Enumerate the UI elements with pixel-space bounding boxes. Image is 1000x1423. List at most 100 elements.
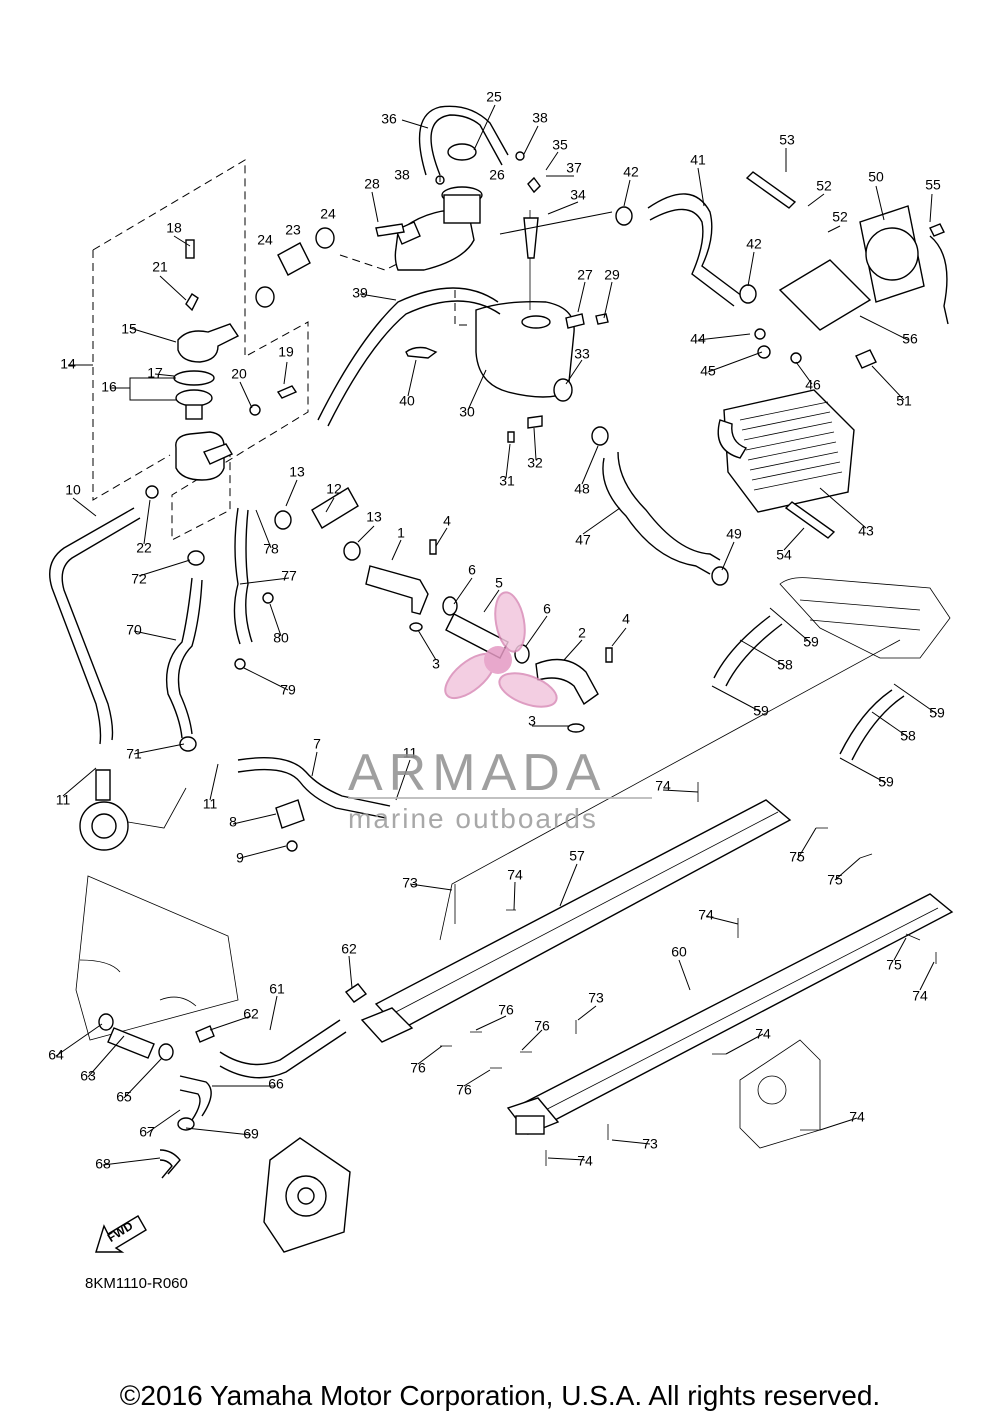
callout-20: 20	[231, 366, 247, 382]
callout-18: 18	[166, 220, 182, 236]
callout-26: 26	[489, 167, 505, 183]
hose-41	[615, 193, 757, 307]
pipe-joint-1	[365, 539, 437, 632]
callout-6: 6	[468, 562, 476, 578]
callout-59: 59	[803, 634, 819, 650]
callout-53: 53	[779, 132, 795, 148]
callout-31: 31	[499, 473, 515, 489]
callout-4: 4	[622, 611, 630, 627]
callout-73: 73	[402, 875, 418, 891]
callout-11: 11	[203, 796, 218, 812]
callout-50: 50	[868, 169, 884, 185]
callout-17: 17	[147, 365, 163, 381]
callout-40: 40	[399, 393, 415, 409]
callout-8: 8	[229, 814, 237, 830]
watermark-title: ARMADA	[348, 744, 606, 802]
callout-59: 59	[878, 774, 894, 790]
callout-66: 66	[268, 1076, 284, 1092]
callout-46: 46	[805, 377, 821, 393]
callout-76: 76	[456, 1082, 472, 1098]
callout-48: 48	[574, 481, 590, 497]
callout-2: 2	[578, 625, 586, 641]
callout-22: 22	[136, 540, 152, 556]
callout-13: 13	[289, 464, 305, 480]
callout-39: 39	[352, 285, 368, 301]
callout-30: 30	[459, 404, 475, 420]
callout-74: 74	[849, 1109, 865, 1125]
hose-group-63-69	[98, 1013, 212, 1179]
callout-3: 3	[528, 713, 536, 729]
callout-32: 32	[527, 455, 543, 471]
callout-70: 70	[126, 622, 142, 638]
callout-15: 15	[121, 321, 137, 337]
callout-7: 7	[313, 736, 321, 752]
callout-16: 16	[101, 379, 117, 395]
callout-74: 74	[755, 1026, 771, 1042]
callout-73: 73	[642, 1136, 658, 1152]
callout-62: 62	[341, 941, 357, 957]
callout-63: 63	[80, 1068, 96, 1084]
hose-58-upper	[713, 615, 783, 687]
fwd-arrow-icon: FWD	[95, 1215, 147, 1253]
callout-73: 73	[588, 990, 604, 1006]
watermark-logo-icon	[444, 591, 558, 708]
callout-11: 11	[403, 745, 418, 761]
callout-58: 58	[777, 657, 793, 673]
callout-74: 74	[507, 867, 523, 883]
hose-47	[591, 426, 729, 586]
callout-12: 12	[326, 481, 342, 497]
callout-52: 52	[832, 209, 848, 225]
callout-76: 76	[498, 1002, 514, 1018]
drawing-code: 8KM1110-R060	[85, 1275, 188, 1292]
hose-61	[195, 983, 368, 1079]
callout-54: 54	[776, 547, 792, 563]
copyright-notice: ©2016 Yamaha Motor Corporation, U.S.A. A…	[119, 1380, 881, 1411]
callout-10: 10	[65, 482, 81, 498]
callout-27: 27	[577, 267, 593, 283]
callout-74: 74	[655, 778, 671, 794]
filler-neck-and-cap	[375, 105, 541, 271]
callout-24: 24	[257, 232, 273, 248]
callout-59: 59	[753, 703, 769, 719]
callout-74: 74	[698, 907, 714, 923]
callout-19: 19	[278, 344, 294, 360]
leader-lines	[55, 104, 938, 1166]
callout-23: 23	[285, 222, 301, 238]
callout-34: 34	[570, 187, 586, 203]
callout-42: 42	[623, 164, 639, 180]
pipe-2	[535, 647, 613, 733]
callout-21: 21	[152, 259, 168, 275]
callout-51: 51	[896, 393, 912, 409]
callout-67: 67	[139, 1124, 155, 1140]
callout-44: 44	[690, 331, 706, 347]
callout-64: 64	[48, 1047, 64, 1063]
callout-5: 5	[495, 575, 503, 591]
pipe-12	[274, 487, 361, 561]
callout-14: 14	[60, 356, 76, 372]
watermark: ARMADA marine outboards	[348, 591, 652, 834]
callout-3: 3	[432, 656, 440, 672]
watermark-subtitle: marine outboards	[348, 803, 598, 834]
callout-59: 59	[929, 705, 945, 721]
hose-7	[237, 757, 391, 852]
callout-76: 76	[410, 1060, 426, 1076]
hose-23	[255, 227, 335, 308]
callout-25: 25	[486, 89, 502, 105]
callout-75: 75	[827, 872, 843, 888]
callout-74: 74	[912, 988, 928, 1004]
callout-77: 77	[281, 568, 297, 584]
callout-42: 42	[746, 236, 762, 252]
callout-62: 62	[243, 1006, 259, 1022]
radiator-and-fan	[717, 171, 949, 539]
callout-65: 65	[116, 1089, 132, 1105]
callout-11: 11	[56, 792, 71, 808]
callout-28: 28	[364, 176, 380, 192]
callout-75: 75	[886, 957, 902, 973]
callout-57: 57	[569, 848, 585, 864]
callout-37: 37	[566, 160, 582, 176]
callout-76: 76	[534, 1018, 550, 1034]
callout-6: 6	[543, 601, 551, 617]
coolant-reservoir-tank	[475, 210, 609, 443]
callout-72: 72	[131, 571, 147, 587]
